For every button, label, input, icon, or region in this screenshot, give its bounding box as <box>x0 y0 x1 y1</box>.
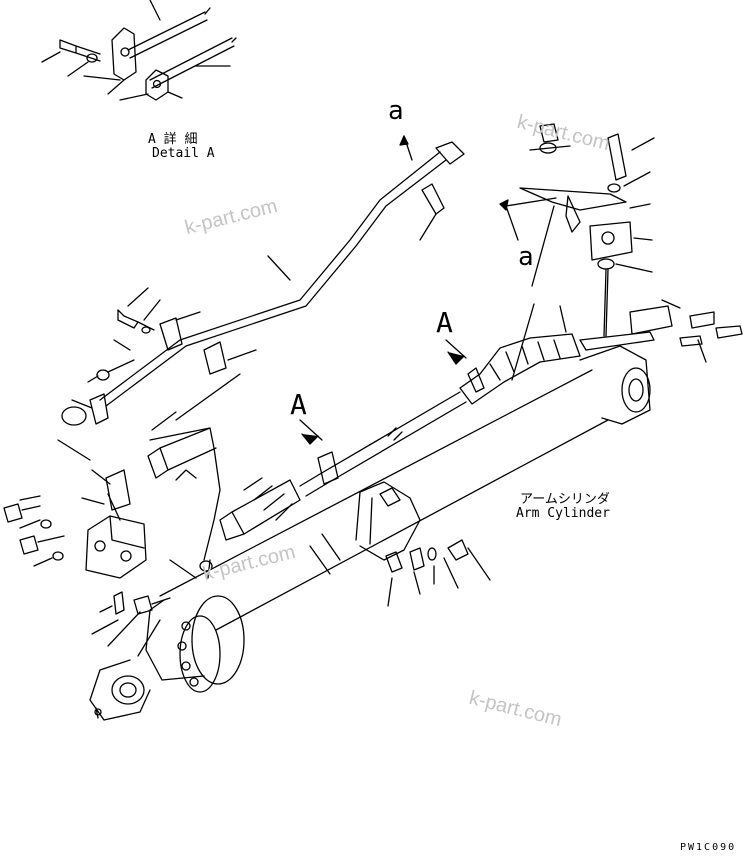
detail-a-english-label: Detail A <box>152 146 215 161</box>
lower-hose-and-tube <box>149 391 467 579</box>
view-a-letter-top: a <box>388 96 404 126</box>
view-A-letter-right: A <box>436 306 453 339</box>
upper-hose-bracket <box>445 123 743 405</box>
view-a-letter-right: a <box>518 242 534 272</box>
upper-brake-tube <box>99 135 465 407</box>
detail-a-assembly <box>41 0 237 101</box>
arm-cylinder-body <box>89 345 651 721</box>
upper-tube-fasteners <box>71 287 257 425</box>
safety-valve-assembly <box>3 406 217 657</box>
arm-cylinder-japanese-label: アームシリンダ <box>520 492 610 507</box>
arm-cylinder-english-label: Arm Cylinder <box>516 506 610 521</box>
drawing-code: PW1C090 <box>680 842 737 853</box>
view-A-letter-left: A <box>290 388 307 421</box>
detail-a-japanese-label: A 詳 細 <box>148 132 198 147</box>
